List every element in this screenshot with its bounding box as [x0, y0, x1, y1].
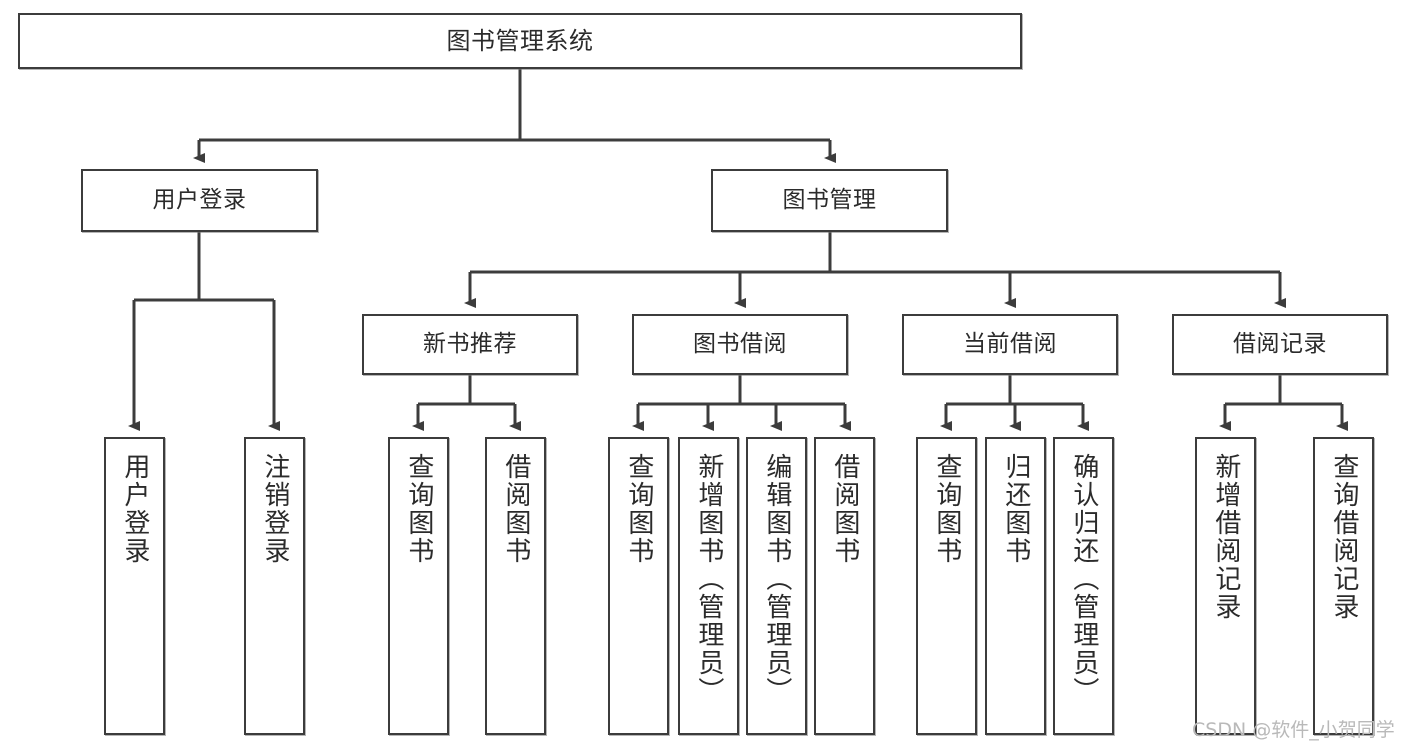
node-root-label: 图书管理系统	[446, 26, 594, 55]
node-current-borrow[interactable]: 当前借阅	[902, 314, 1118, 375]
node-leaf-query-book-1[interactable]: 查询图书	[388, 437, 449, 735]
node-leaf-add-book-admin[interactable]: 新增图书（管理员）	[678, 437, 739, 735]
node-book-management-label: 图书管理	[782, 186, 877, 213]
node-leaf-borrow-book-2[interactable]: 借阅图书	[814, 437, 875, 735]
node-leaf-query-borrow-record[interactable]: 查询借阅记录	[1313, 437, 1374, 735]
node-leaf-user-login-label: 用户登录	[119, 453, 150, 565]
node-book-borrow[interactable]: 图书借阅	[632, 314, 848, 375]
node-leaf-edit-book-admin[interactable]: 编辑图书（管理员）	[746, 437, 807, 735]
node-leaf-edit-book-admin-label: 编辑图书（管理员）	[761, 453, 792, 705]
node-leaf-user-logout-label: 注销登录	[259, 453, 290, 565]
node-leaf-user-logout[interactable]: 注销登录	[244, 437, 305, 735]
node-new-book-recommend-label: 新书推荐	[423, 330, 517, 357]
node-user-login[interactable]: 用户登录	[81, 169, 318, 232]
node-book-management[interactable]: 图书管理	[711, 169, 948, 232]
node-leaf-user-login[interactable]: 用户登录	[104, 437, 165, 735]
node-leaf-borrow-book-1[interactable]: 借阅图书	[485, 437, 546, 735]
node-leaf-borrow-book-2-label: 借阅图书	[829, 453, 860, 565]
node-leaf-confirm-return-admin-label: 确认归还（管理员）	[1068, 453, 1099, 705]
node-leaf-return-book-label: 归还图书	[1000, 453, 1031, 565]
node-leaf-query-book-1-label: 查询图书	[403, 453, 434, 565]
node-leaf-borrow-book-1-label: 借阅图书	[500, 453, 531, 565]
node-leaf-return-book[interactable]: 归还图书	[985, 437, 1046, 735]
node-leaf-query-borrow-record-label: 查询借阅记录	[1328, 453, 1359, 621]
node-new-book-recommend[interactable]: 新书推荐	[362, 314, 578, 375]
node-leaf-add-borrow-record-label: 新增借阅记录	[1210, 453, 1241, 621]
node-root[interactable]: 图书管理系统	[18, 13, 1022, 69]
node-borrow-record[interactable]: 借阅记录	[1172, 314, 1388, 375]
node-leaf-query-book-2[interactable]: 查询图书	[608, 437, 669, 735]
node-leaf-confirm-return-admin[interactable]: 确认归还（管理员）	[1053, 437, 1114, 735]
node-borrow-record-label: 借阅记录	[1233, 330, 1327, 357]
node-book-borrow-label: 图书借阅	[693, 330, 787, 357]
node-leaf-add-book-admin-label: 新增图书（管理员）	[693, 453, 724, 705]
node-leaf-query-book-3-label: 查询图书	[931, 453, 962, 565]
node-leaf-query-book-2-label: 查询图书	[623, 453, 654, 565]
node-user-login-label: 用户登录	[152, 186, 247, 213]
node-leaf-query-book-3[interactable]: 查询图书	[916, 437, 977, 735]
csdn-watermark: CSDN @软件_小贺同学	[1192, 719, 1395, 741]
node-leaf-add-borrow-record[interactable]: 新增借阅记录	[1195, 437, 1256, 735]
node-current-borrow-label: 当前借阅	[963, 330, 1057, 357]
